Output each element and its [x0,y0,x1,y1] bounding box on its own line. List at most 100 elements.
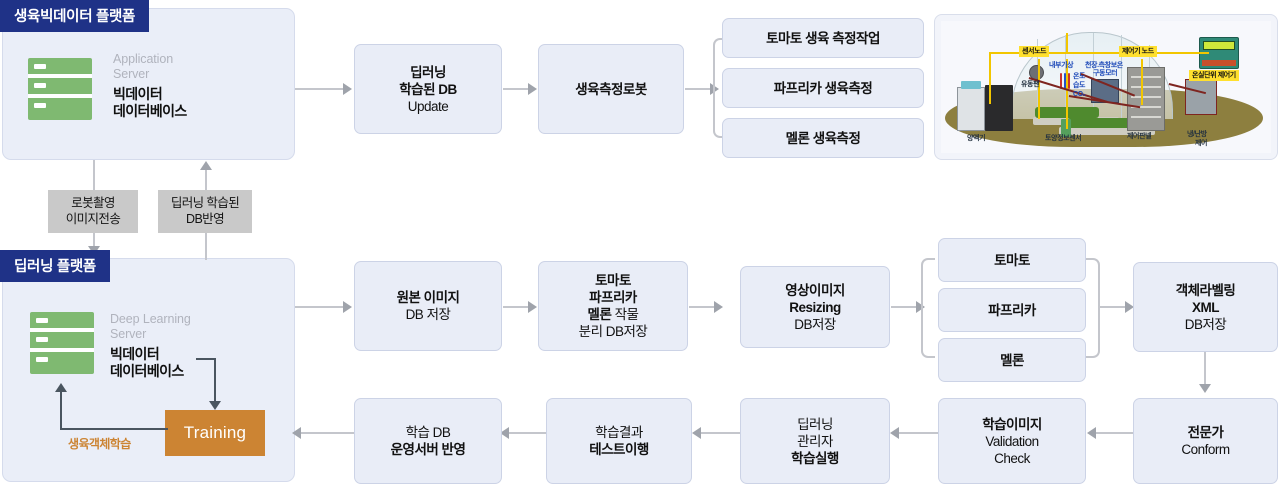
training-box[interactable]: Training [165,410,265,456]
crop-split-line3: 멜론 작물 [588,306,639,323]
platform-to-dbupdate-line [295,88,345,90]
robot-capture-line-bottom [93,228,95,248]
soil-sensor-label: 토양정보센서 [1045,135,1082,142]
db-update-line1: 딥러닝 [410,64,446,80]
box-training-image-validation[interactable]: 학습이미지 Validation Check [938,398,1086,484]
training-to-db-horizontal [60,428,168,430]
db-update-line3: Update [407,98,449,114]
box-image-resizing-db[interactable]: 영상이미지 Resizing DB저장 [740,266,890,348]
crop-split-line2: 파프리카 [589,290,637,305]
expert-to-validation-line [1095,432,1133,434]
crop-2-label: 멜론 [1000,352,1024,368]
box-deeplearning-manager-exec[interactable]: 딥러닝 관리자 학습실행 [740,398,890,484]
circulation-fan-label: 유동팬 [1021,81,1040,88]
box-original-image-db[interactable]: 원본 이미지 DB 저장 [354,261,502,351]
db-reflect-line-bottom [205,228,207,260]
deeplearning-server-caption: Deep Learning Server 빅데이터 데이터베이스 [110,312,191,380]
growth-bigdata-platform-tag: 생육빅데이터 플랫폼 [0,0,150,32]
application-server-icon [28,58,92,120]
box-crop-tomato[interactable]: 토마토 [938,238,1086,282]
crop-0-label: 토마토 [994,252,1030,268]
train-exec-line1: 딥러닝 [797,416,833,432]
top-branch-bracket [713,38,727,138]
nutrient-machine [957,87,985,131]
crop-split-line3-bold: 멜론 [587,307,612,322]
greenhouse-stage: 센서노드 제어기 노드 온실단위 제어기 내부기상 천장.측창보온 구동모터 온… [941,21,1271,153]
validation-to-exec-line [898,432,938,434]
hvac-label-line1: 냉/난방 [1187,131,1207,138]
robot-line1: 생육측정로봇 [575,81,647,97]
platform-to-original-line [295,306,345,308]
hvac-label-line2: 제어 [1195,140,1208,147]
expert-to-validation-arrow [1087,427,1096,439]
controller-node-tag: 제어기 노드 [1119,46,1157,58]
db-reflect-label-line1: 딥러닝 학습된 [170,196,240,210]
top-branch-0-label: 토마토 생육 측정작업 [766,30,880,46]
deeplearning-server-subtitle-line2: Server [110,326,147,341]
robot-capture-label: 로봇촬영 이미지전송 [48,190,138,233]
db-reflect-arrow [200,161,212,170]
sensor-node-tag: 센서노드 [1019,46,1050,58]
exec-to-test-arrow [692,427,701,439]
box-paprika-growth-measurement[interactable]: 파프리카 생육측정 [722,68,924,108]
training-to-db-vertical [60,392,62,430]
labeling-line1: 객체라벨링 [1175,282,1236,298]
db-reflect-line-top [205,170,207,192]
expert-line2: Conform [1181,442,1230,457]
inner-weather-label: 내부기상 [1049,62,1074,69]
resizing-line1: 영상이미지 [785,282,845,298]
robot-to-branch-line [685,88,712,90]
resizing-line3: DB저장 [794,316,836,332]
box-expert-conform[interactable]: 전문가 Conform [1133,398,1278,484]
box-crop-paprika[interactable]: 파프리카 [938,288,1086,332]
box-crop-split-db[interactable]: 토마토 파프리카 멜론 작물 분리 DB저장 [538,261,688,351]
deeplearning-platform-tag: 딥러닝 플랫폼 [0,250,110,282]
expert-line1: 전문가 [1187,425,1224,440]
validation-line1: 학습이미지 [982,416,1042,432]
sensor-node-drop [1038,59,1040,119]
labeling-to-expert-arrow [1199,384,1211,393]
robot-capture-label-line2: 이미지전송 [65,212,121,227]
split-to-resizing-arrow [714,301,723,313]
box-growth-measure-robot[interactable]: 생육측정로봇 [538,44,684,134]
crop-split-line4: 분리 DB저장 [578,324,648,339]
box-melon-growth-measurement[interactable]: 멜론 생육측정 [722,118,924,158]
box-apply-to-operation-server[interactable]: 학습 DB 운영서버 반영 [354,398,502,484]
box-crop-melon[interactable]: 멜론 [938,338,1086,382]
validation-to-exec-arrow [890,427,899,439]
sensor-net-line-center-riser [1066,33,1068,53]
dbupdate-to-robot-line [503,88,530,90]
robot-capture-line-top [93,160,95,192]
growth-server-subtitle-line2: Server [113,66,150,81]
db-to-training-vertical [214,358,216,402]
top-branch-2-label: 멜론 생육측정 [785,130,861,146]
validation-line2: Validation [985,433,1039,449]
apply-line1: 학습 DB [405,425,451,440]
resizing-to-crops-line [891,306,918,308]
apply-to-platform-line [300,432,354,434]
control-panel-label: 제어판넬 [1127,133,1152,140]
exec-to-test-line [700,432,740,434]
sensor-node-drop-2 [1066,59,1068,129]
test-to-apply-arrow [500,427,509,439]
roof-insulation-label-line2: 구동모터 [1093,70,1118,77]
training-to-db-arrow [55,383,67,392]
test-line1: 학습결과 [595,425,643,440]
resizing-line2: Resizing [789,299,841,315]
box-training-result-test[interactable]: 학습결과 테스트이행 [546,398,692,484]
hvac-photo [1185,79,1217,115]
deeplearning-server-title-line1: 빅데이터 [110,345,160,362]
co2-label: CO₂ [1073,91,1086,98]
box-object-labeling-xml[interactable]: 객체라벨링 XML DB저장 [1133,262,1278,352]
deeplearning-server-title-line2: 데이터베이스 [110,363,184,380]
split-to-resizing-line [689,306,716,308]
nutrient-machine-label: 양액기 [967,135,986,142]
growth-server-title-line1: 빅데이터 [113,85,163,102]
box-tomato-growth-measurement-task[interactable]: 토마토 생육 측정작업 [722,18,924,58]
house-controller-tag: 온실단위 제어기 [1189,70,1239,82]
crops-fanout-bracket [921,258,935,358]
robot-capture-label-line1: 로봇촬영 [71,196,115,210]
apply-to-platform-arrow [292,427,301,439]
box-deeplearning-db-update[interactable]: 딥러닝 학습된 DB Update [354,44,502,134]
deeplearning-server-icon [30,312,94,374]
